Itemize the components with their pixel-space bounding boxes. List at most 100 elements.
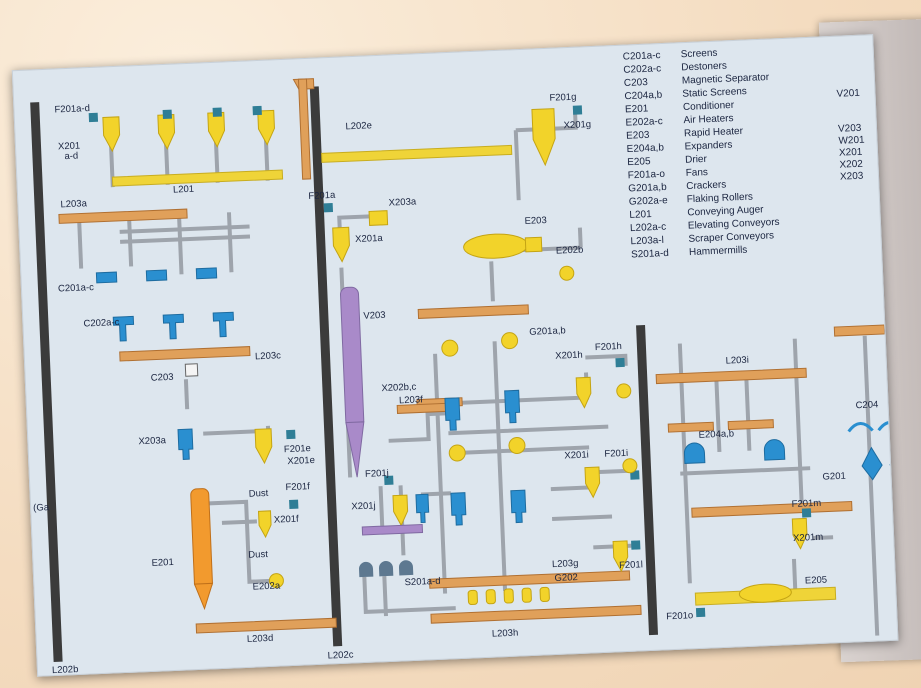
legend-description: Scraper Conveyors [688, 230, 774, 245]
label-c201a-c: C201a-c [58, 282, 95, 295]
conveyor-set [54, 55, 896, 638]
elevator-l202c [310, 86, 342, 646]
label-e203: E203 [524, 215, 547, 227]
label-x201j: X201j [351, 500, 376, 512]
legend-description: Air Heaters [683, 113, 733, 126]
legend-code: C201a-c [623, 50, 661, 63]
label-f201f: F201f [285, 481, 310, 493]
label-e205: E205 [805, 575, 828, 587]
legend-description: Conveying Auger [687, 204, 764, 218]
legend-description: Flaking Rollers [687, 192, 754, 206]
legend-code: C202a-c [623, 63, 661, 76]
legend-code: E203 [626, 130, 650, 142]
label-f201i: F201i [604, 448, 628, 460]
label-c204: C204 [855, 399, 878, 411]
legend-description: Expanders [684, 140, 732, 153]
legend-description: Magnetic Separator [682, 72, 770, 87]
legend-code: E201 [625, 103, 649, 115]
legend-code: G202a-e [629, 195, 669, 208]
legend-description: Rapid Heater [684, 126, 744, 139]
legend-description: Static Screens [682, 86, 747, 100]
side-legend-code: X201 [839, 147, 863, 159]
label-l202e: L202e [345, 120, 372, 132]
legend-code: E202a-c [625, 116, 663, 129]
magnetic-separator-c203 [185, 364, 197, 376]
label-c202a-c: C202a-c [83, 317, 120, 330]
legend-code: S201a-d [631, 248, 669, 261]
label-f201j: F201j [365, 468, 389, 480]
label-f201g: F201g [549, 92, 576, 104]
side-legend-code: X202 [839, 159, 863, 171]
label-s201a-d: S201a-d [404, 576, 440, 588]
label-x201f: X201f [274, 514, 300, 526]
flow-diagram: F201a-d X201 a-d L203a L201 C201a-c C202… [13, 35, 898, 675]
legend-description: Crackers [686, 179, 726, 192]
label-f201a: F201a [308, 190, 336, 202]
side-legend-code: X203 [840, 171, 864, 183]
label-g202: G202 [554, 572, 578, 584]
label-e202a: E202a [252, 580, 281, 592]
label-x203a-2: X203a [388, 196, 417, 208]
flow-diagram-sheet: F201a-d X201 a-d L203a L201 C201a-c C202… [12, 34, 899, 677]
label-f201h: F201h [595, 341, 622, 353]
label-l203f: L203f [399, 394, 424, 406]
legend-description: Conditioner [683, 100, 735, 113]
legend-code: F201a-o [628, 169, 666, 182]
label-x203a: X203a [138, 435, 167, 447]
label-dust-2: Dust [248, 549, 268, 561]
legend-code: L201 [629, 209, 652, 221]
label-x201i: X201i [564, 449, 589, 461]
label-l201: L201 [173, 184, 195, 196]
legend-code: E204a,b [626, 142, 664, 155]
label-g201: G201 [822, 471, 846, 483]
label-l202b: L202b [52, 664, 79, 676]
legend-description: Drier [685, 154, 708, 166]
side-legend-code: V203 [838, 123, 862, 135]
legend-description: Screens [681, 48, 718, 61]
legend-code: E205 [627, 156, 651, 168]
label-f201a-d: F201a-d [54, 103, 90, 115]
label-l202c: L202c [327, 649, 354, 661]
label-e201: E201 [151, 557, 174, 569]
label-x201m: X201m [793, 532, 824, 544]
label-g201a-b: G201a,b [529, 325, 566, 338]
label-x201g: X201g [563, 119, 591, 131]
label-l203g: L203g [552, 558, 579, 570]
label-x201e: X201e [287, 455, 315, 467]
label-dust-1: Dust [249, 488, 269, 500]
label-l203i: L203i [725, 355, 749, 367]
legend-description: Fans [685, 167, 708, 179]
label-ga: (Ga [33, 502, 50, 514]
side-legend-code: V201 [836, 88, 860, 100]
label-x201h: X201h [555, 350, 583, 362]
legend-code: C204a,b [624, 90, 663, 103]
label-x201a-d-suffix: a-d [64, 151, 78, 163]
conditioner-e201 [191, 488, 214, 609]
legend-code: L202a-c [630, 222, 667, 235]
side-legend-code: W201 [838, 135, 865, 147]
legend-code: L203a-l [630, 235, 664, 247]
label-l203c: L203c [255, 350, 282, 362]
legend-description: Destoners [681, 61, 727, 74]
label-x202b-c: X202b,c [381, 382, 417, 394]
label-l203d: L203d [247, 633, 274, 645]
label-e204a-b: E204a,b [698, 428, 734, 440]
legend-description: Elevating Conveyors [688, 217, 780, 232]
label-e202b: E202b [556, 244, 584, 256]
label-l203a: L203a [60, 198, 88, 210]
label-c203: C203 [151, 372, 174, 384]
elevator-l202b [30, 102, 62, 662]
hammermill-set [359, 560, 414, 577]
legend-code: G201a,b [628, 182, 667, 195]
label-l203h: L203h [492, 628, 519, 640]
legend-description: Hammermills [689, 245, 748, 258]
elevator-l202d [636, 325, 658, 635]
label-f201l: F201l [619, 559, 643, 571]
label-v203: V203 [363, 310, 386, 322]
label-f201e: F201e [284, 443, 311, 455]
label-f201m: F201m [791, 498, 821, 510]
legend-code: C203 [624, 77, 649, 89]
